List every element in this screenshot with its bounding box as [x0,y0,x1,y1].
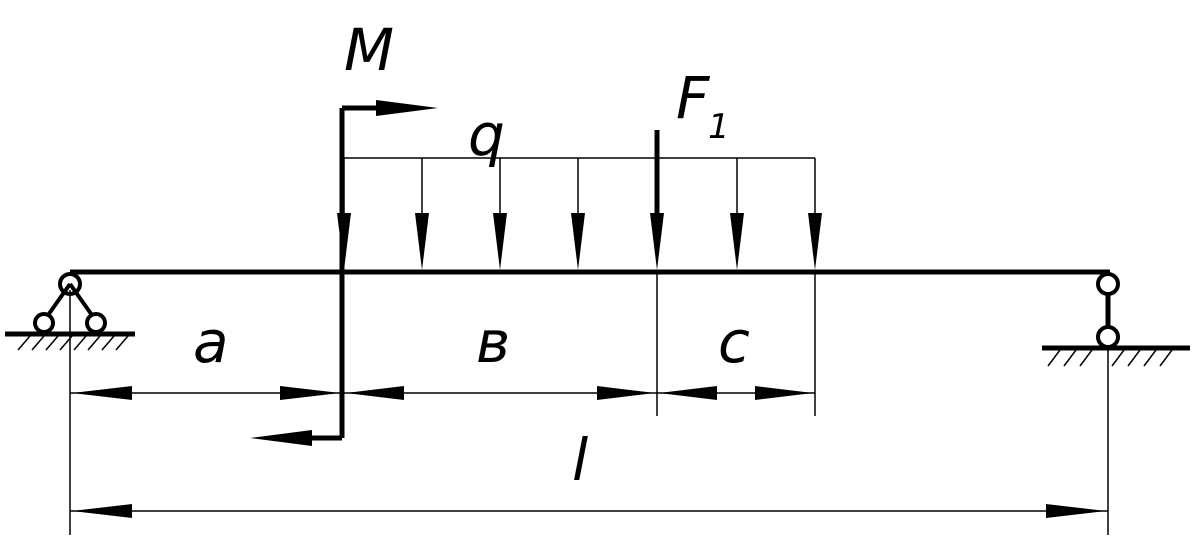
distributed-load [337,157,822,270]
dimension-c-label: c [718,308,750,376]
dimension-b-label: в [476,308,510,376]
dimension-l [70,504,1108,518]
dimension-a-label: a [193,308,229,376]
dimension-b [344,386,657,400]
distributed-load-arrow [808,158,822,270]
span-label: l [572,426,588,494]
force-subscript: 1 [708,107,730,147]
force-f1-arrow [650,130,664,270]
force-label: F [676,64,711,132]
distributed-load-arrow [571,158,585,270]
right-link-support [1042,272,1190,367]
distributed-load-arrow [493,158,507,270]
dimension-c [657,386,815,400]
distributed-load-label: q [468,101,505,169]
distributed-load-arrow [415,158,429,270]
distributed-load-arrow [730,158,744,270]
dimension-a [70,386,340,400]
moment-label: M [344,16,394,84]
moment-symbol [250,100,438,446]
distributed-load-arrow [337,158,351,270]
